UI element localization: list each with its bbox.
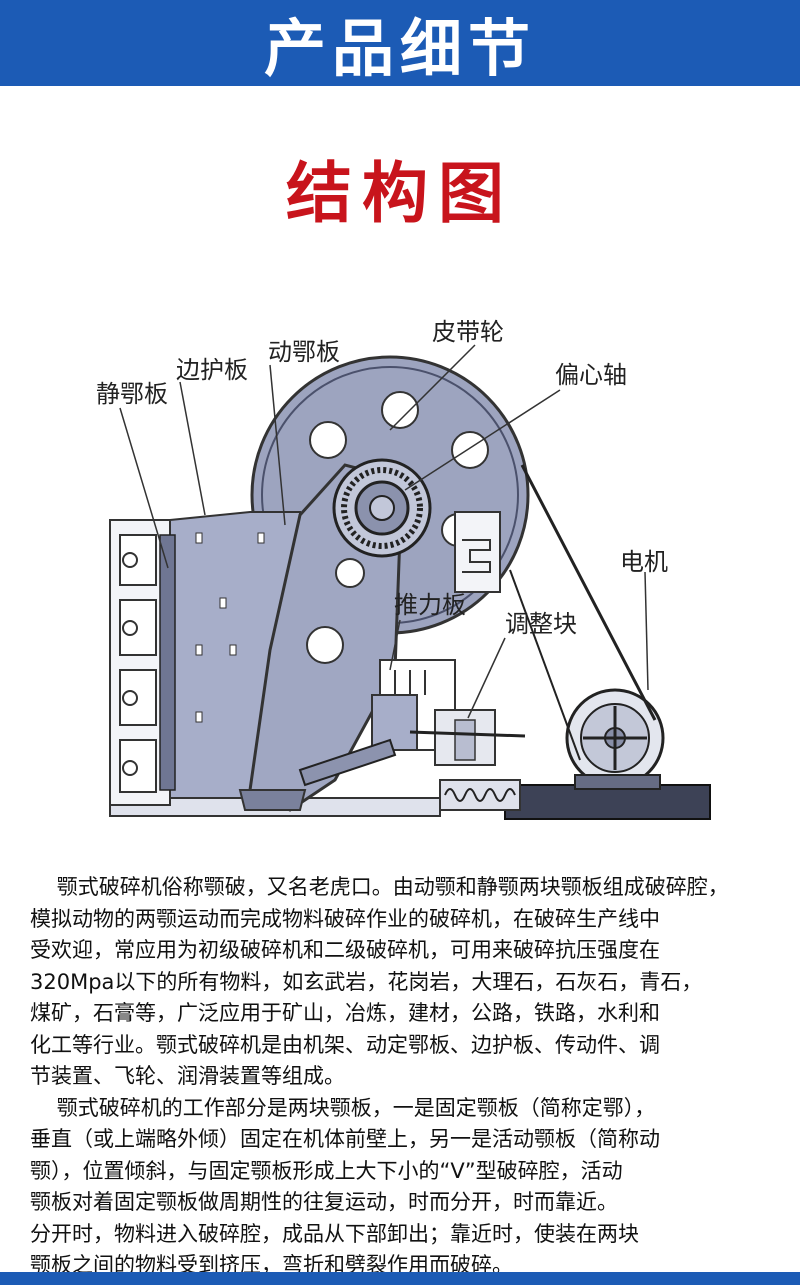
description-paragraph-2: 颚式破碎机的工作部分是两块颚板，一是固定颚板（简称定鄂）， 垂直（或上端略外倾）… [30,1095,660,1278]
label-toggle-plate: 推力板 [394,591,466,619]
label-side-guard: 边护板 [176,356,248,384]
product-description: 颚式破碎机俗称颚破，又名老虎口。由动颚和静颚两块颚板组成破碎腔， 模拟动物的两颚… [30,872,800,1282]
header-banner: 产品细节 [0,0,800,86]
label-moving-jaw-plate: 动鄂板 [268,338,340,366]
adjust-block [409,709,526,766]
section-title: 结构图 [286,154,514,232]
label-fixed-jaw-plate: 静鄂板 [96,380,168,408]
bottom-rule [0,1272,800,1285]
description-paragraph-1: 颚式破碎机俗称颚破，又名老虎口。由动颚和静颚两块颚板组成破碎腔， 模拟动物的两颚… [30,875,729,1088]
drive-belt-lower [509,569,581,761]
toggle-plate [298,738,397,787]
eccentric-shaft [332,458,432,558]
motor [565,688,665,790]
leader-lines [119,344,649,719]
label-adjust-block: 调整块 [505,610,577,638]
label-motor: 电机 [620,548,668,576]
right-frame [371,511,501,751]
motor-base [504,784,711,820]
label-pulley: 皮带轮 [432,318,504,346]
label-eccentric-shaft: 偏心轴 [555,361,627,389]
jaw-crusher-diagram: 皮带轮 动鄂板 边护板 偏心轴 静鄂板 电机 推力板 调整块 [96,318,711,820]
page-title: 产品细节 [263,12,536,85]
tension-spring [439,779,521,811]
drive-belt-upper [520,464,657,721]
